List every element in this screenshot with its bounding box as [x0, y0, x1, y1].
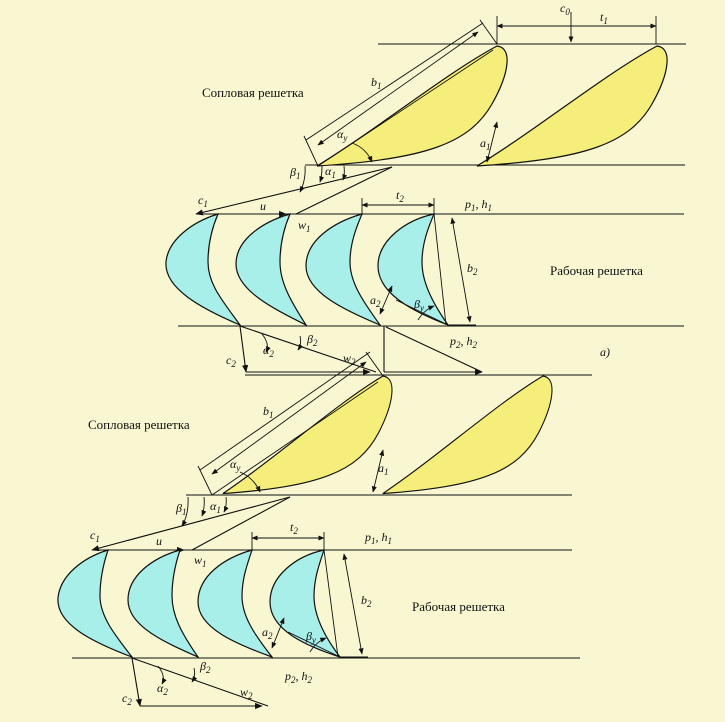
- symbol-a1: a1: [378, 461, 389, 477]
- rotor-blade: [377, 213, 450, 327]
- nozzle-cascade-label: Сопловая решетка: [88, 417, 190, 432]
- symbol-a2: a2: [370, 293, 381, 309]
- throat-a1: [485, 121, 499, 163]
- c1-vector: [195, 166, 393, 216]
- symbol-alpha-y: αy: [337, 127, 347, 143]
- symbol-beta1: β1: [175, 501, 186, 517]
- bottom-diagram: Сопловая решетка Рабочая решетка b1 αy a…: [57, 351, 592, 710]
- rotor-blade: [197, 549, 274, 659]
- symbol-p2-h2: p2, h2: [449, 334, 478, 350]
- symbol-alpha1: α1: [210, 499, 221, 515]
- symbol-a1: a1: [480, 136, 491, 152]
- nozzle-blade: [222, 375, 393, 495]
- symbol-p2-h2: p2, h2: [284, 669, 313, 685]
- w1-vector: [295, 166, 393, 215]
- rotor-blade: [165, 213, 242, 327]
- nozzle-blade: [382, 375, 553, 495]
- c1-vector: [91, 496, 291, 552]
- symbol-b2: b2: [467, 261, 478, 277]
- symbol-alpha2: α2: [263, 343, 274, 359]
- symbol-w2: w2: [343, 351, 356, 367]
- rotor-blade: [305, 213, 382, 327]
- rotor-blade: [235, 213, 308, 327]
- rotor-blade: [57, 549, 134, 659]
- symbol-c1: c1: [90, 528, 100, 544]
- w2-vector: [131, 657, 269, 707]
- symbol-beta-y: βy: [305, 629, 316, 645]
- symbol-b1: b1: [371, 75, 382, 91]
- symbol-a2: a2: [262, 625, 273, 641]
- symbol-t2: t2: [290, 520, 298, 536]
- symbol-beta-y: βy: [413, 297, 424, 313]
- symbol-alpha1: α1: [325, 164, 336, 180]
- throat-a2: [271, 617, 285, 649]
- symbol-t1: t1: [600, 10, 608, 26]
- rotor-blade: [269, 549, 342, 659]
- chord-b1-dimension: [317, 31, 479, 146]
- chord-b2-dimension: [450, 217, 472, 323]
- throat-a2: [379, 285, 393, 315]
- symbol-p1-h1: p1, h1: [364, 530, 392, 546]
- symbol-c0: c0: [560, 1, 570, 17]
- symbol-beta2: β2: [199, 659, 211, 675]
- w1-vector: [191, 496, 291, 551]
- symbol-w1: w1: [298, 218, 311, 234]
- symbol-w1: w1: [194, 553, 207, 569]
- figure-label: а): [600, 345, 610, 359]
- c2-vector: [239, 325, 249, 373]
- throat-a1: [371, 449, 385, 493]
- symbol-t2: t2: [396, 188, 404, 204]
- chord-b1-dimension: [211, 361, 367, 475]
- chord-b2-dimension: [342, 553, 364, 655]
- nozzle-cascade-label: Сопловая решетка: [202, 85, 304, 100]
- symbol-u: u: [156, 534, 162, 548]
- rotor-cascade-label: Рабочая решетка: [550, 263, 643, 278]
- symbol-p1-h1: p1, h1: [464, 197, 492, 213]
- symbol-alpha2: α2: [157, 681, 168, 697]
- symbol-w2: w2: [240, 685, 253, 701]
- c2-vector: [131, 657, 142, 707]
- rotor-blade: [127, 549, 200, 659]
- symbol-c2: c2: [122, 691, 132, 707]
- top-diagram: Сопловая решетка Рабочая решетка а) c0 t…: [165, 1, 686, 376]
- symbol-c2: c2: [226, 353, 236, 369]
- symbol-beta1: β1: [289, 165, 300, 181]
- symbol-c1: c1: [198, 193, 208, 209]
- symbol-alpha-y: αy: [230, 457, 240, 473]
- symbol-b1: b1: [263, 404, 274, 420]
- symbol-u: u: [260, 199, 266, 213]
- rotor-cascade-label: Рабочая решетка: [412, 599, 505, 614]
- symbol-b2: b2: [361, 593, 372, 609]
- symbol-beta2: β2: [306, 332, 318, 348]
